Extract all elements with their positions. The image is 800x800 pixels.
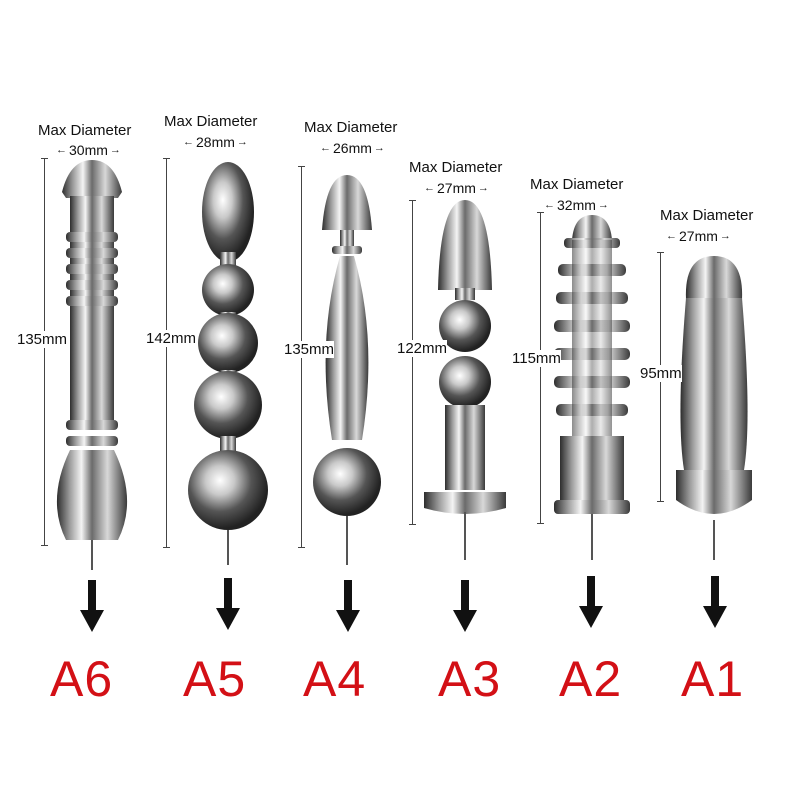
product-code-a1: A1	[681, 651, 745, 707]
diameter-title-a2: Max Diameter	[530, 176, 624, 193]
diameter-value-a4: 26mm	[333, 140, 372, 156]
product-a4-image	[313, 175, 381, 565]
diameter-value-a1: 27mm	[679, 228, 718, 244]
length-value-a5: 142mm	[146, 330, 197, 347]
diameter-row-a6: ←30mm→	[56, 142, 121, 158]
length-line-a5	[163, 158, 170, 548]
arrow-down-icon	[80, 576, 727, 632]
length-value-a6: 135mm	[17, 331, 68, 348]
diameter-title-a6: Max Diameter	[38, 122, 132, 139]
diameter-value-a6: 30mm	[69, 142, 108, 158]
product-code-a3: A3	[438, 651, 502, 707]
diameter-row-a4: ←26mm→	[320, 140, 385, 156]
product-a6-image	[56, 160, 128, 570]
diameter-value-a5: 28mm	[196, 134, 235, 150]
diameter-row-a1: ←27mm→	[666, 228, 731, 244]
length-value-a1: 95mm	[640, 365, 682, 382]
length-value-a3: 122mm	[397, 340, 448, 357]
diameter-title-a1: Max Diameter	[660, 207, 754, 224]
diameter-row-a2: ←32mm→	[544, 197, 609, 213]
product-code-a4: A4	[303, 651, 367, 707]
product-code-a6: A6	[50, 651, 114, 707]
length-line-a6	[41, 158, 48, 546]
product-a1-image	[676, 256, 752, 560]
diameter-value-a2: 32mm	[557, 197, 596, 213]
product-a3-image	[424, 200, 506, 560]
diameter-row-a5: ←28mm→	[183, 134, 248, 150]
product-code-a5: A5	[183, 651, 247, 707]
length-value-a2: 115mm	[512, 350, 561, 367]
product-a2-image	[554, 215, 630, 560]
length-line-a2	[537, 212, 544, 524]
length-value-a4: 135mm	[284, 341, 335, 358]
product-code-a2: A2	[559, 651, 623, 707]
diameter-title-a5: Max Diameter	[164, 113, 258, 130]
diameter-title-a3: Max Diameter	[409, 159, 503, 176]
length-line-a3	[409, 200, 416, 525]
diameter-title-a4: Max Diameter	[304, 119, 398, 136]
product-a5-image	[188, 162, 268, 565]
diameter-row-a3: ←27mm→	[424, 180, 489, 196]
diameter-value-a3: 27mm	[437, 180, 476, 196]
